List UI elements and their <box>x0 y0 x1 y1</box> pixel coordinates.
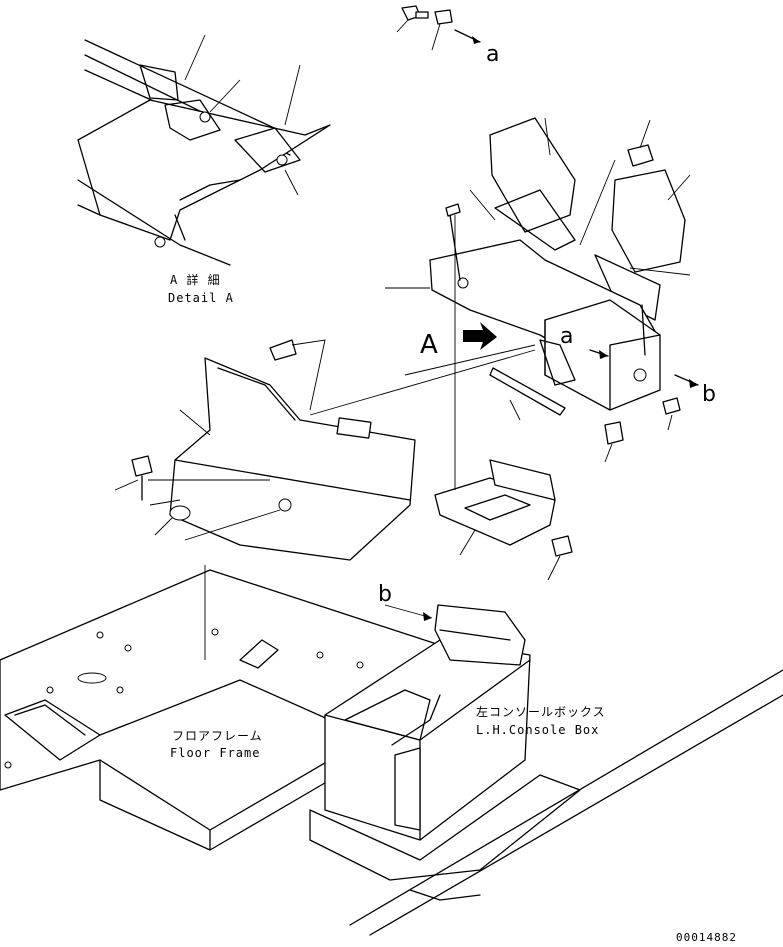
floor-frame <box>0 565 456 851</box>
top-fasteners <box>396 5 481 51</box>
arrow-b-head <box>689 379 698 388</box>
view-arrow-a <box>463 322 497 350</box>
console-box-label-en: L.H.Console Box <box>476 723 600 737</box>
view-a-label: A <box>420 330 438 360</box>
box-fasteners <box>604 397 681 463</box>
upper-bracket-assembly <box>385 117 691 421</box>
lower-bracket <box>434 215 573 581</box>
frame-edge <box>349 669 783 936</box>
arrow-a-box-label: a <box>560 324 574 349</box>
arrow-a-head <box>599 350 608 359</box>
detail-a-view <box>77 34 331 266</box>
frame-bracket <box>409 889 481 901</box>
arrow-b-console-label: b <box>378 582 392 607</box>
arrow-a-top-label: a <box>486 42 500 67</box>
detail-a-title-jp: A 詳 細 <box>170 273 221 287</box>
detail-a-title-en: Detail A <box>168 291 234 305</box>
floor-frame-label-en: Floor Frame <box>170 746 261 760</box>
drawing-number: 00014882 <box>676 931 737 944</box>
console-box <box>309 604 581 881</box>
floor-frame-label-jp: フロアフレーム <box>172 729 263 743</box>
console-box-label-jp: 左コンソールボックス <box>476 705 606 719</box>
center-cover-plate <box>114 339 416 561</box>
connection-leaders <box>309 344 536 416</box>
arrow-b-right-label: b <box>702 382 716 407</box>
